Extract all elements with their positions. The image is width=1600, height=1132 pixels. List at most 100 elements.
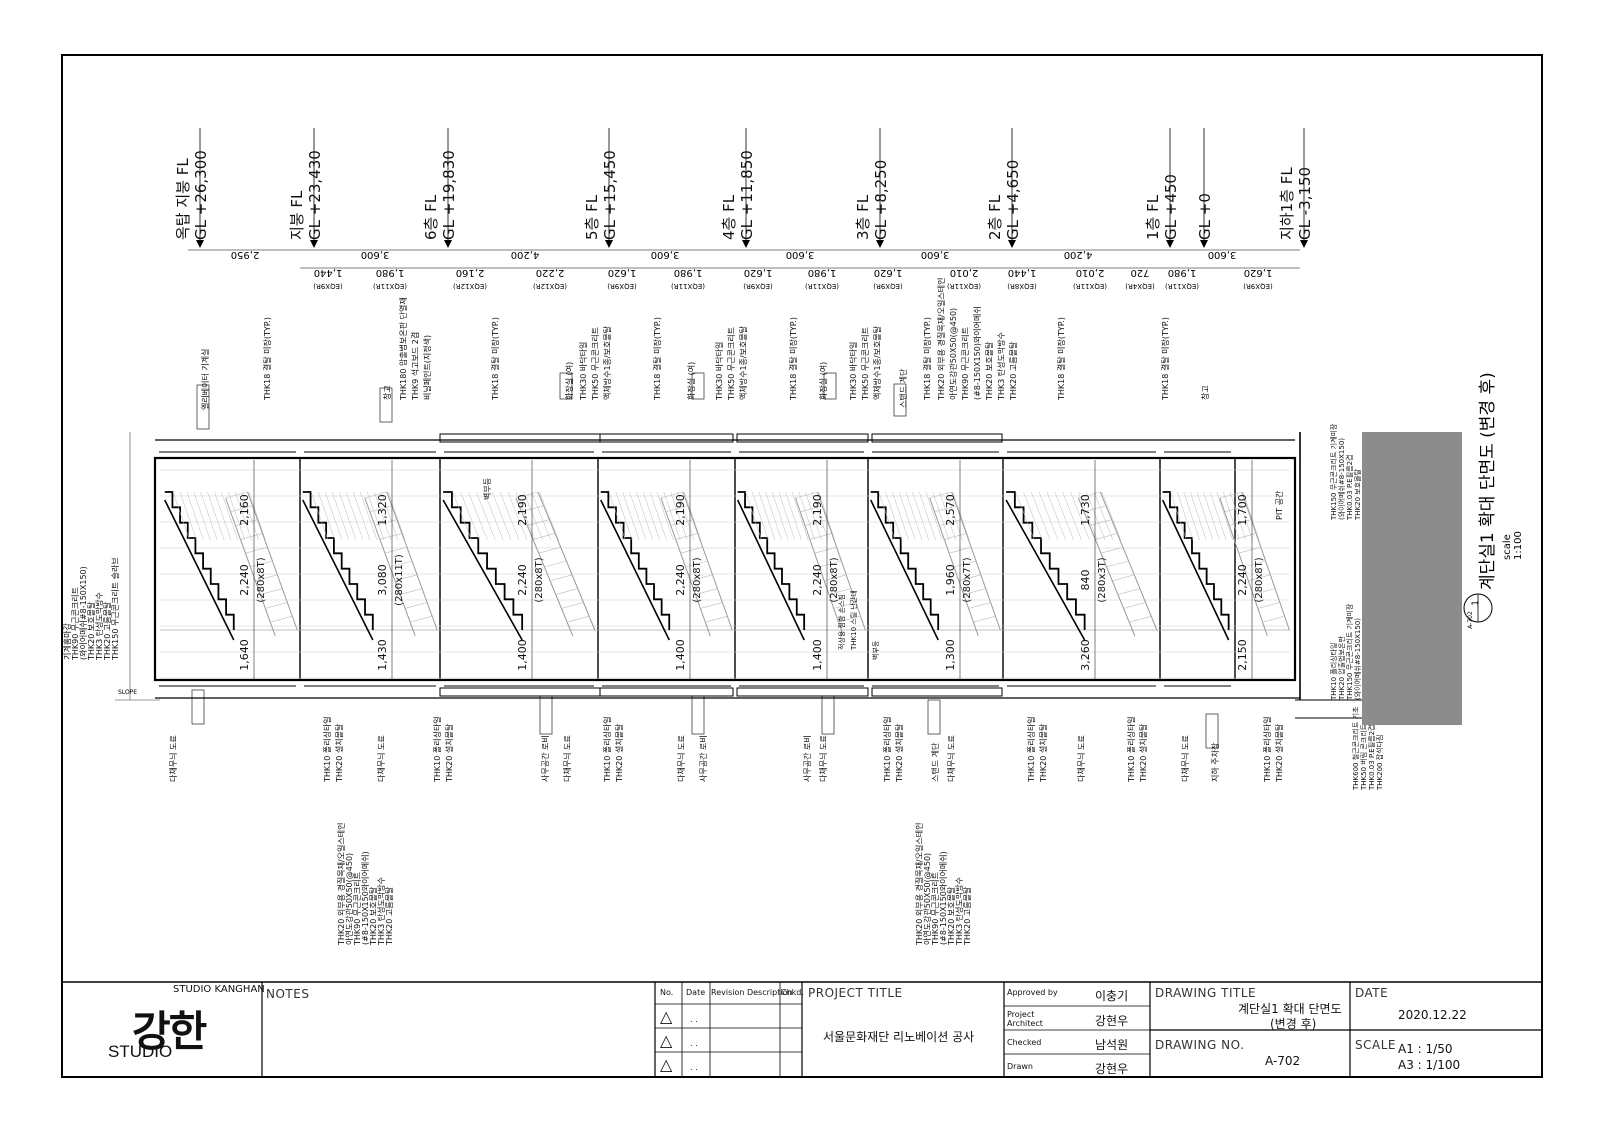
riser-dim-count: (EQX11R) [373,282,407,290]
level-name: 5층 FL [583,194,601,240]
stair-dim-flight: 1,960 [944,564,957,596]
riser-dim-value: 1,620 [874,267,903,278]
bottom-detail-note: THK20 외부용 경질목재/오일스테인 [914,823,924,946]
bottom-note: 스탠드 계단 [930,742,940,782]
rev-header-desc: Revision Description [711,988,793,997]
bottom-note: THK10 폴리싱타일 [1262,716,1272,783]
stair-dim-lower: 1,400 [674,639,687,671]
floor-height-dim: 2,950 [231,249,260,260]
riser-dim-count: (EQX4R) [1125,282,1155,290]
right-note-upper: (와이어메쉬#8-150X150) [1337,438,1346,520]
right-note-upper: THK20 보호몰탈 [1354,468,1362,521]
top-note: THK20 고름몰탈 [1008,341,1018,401]
floor-height-dim: 4,200 [511,249,540,260]
scale-a1: A1 : 1/50 [1398,1042,1453,1056]
stair-dim-flight: 2,240 [1236,564,1249,596]
bottom-note: 사무공간 로비 [540,735,550,782]
riser-dim-value: 2,220 [536,267,565,278]
railing-label: THK10 스틸 난간대 [849,590,858,651]
stair-steps [1006,491,1086,630]
stair-flights: 2,1602,240(280x8T)1,6401,3203,080(280x11… [164,460,1290,680]
right-note-lower: (와이어메쉬#8-150X150) [1353,618,1362,700]
level-elevation: GL +0 [1196,193,1214,240]
bottom-detail-note: THK20 보호몰탈 [368,886,378,946]
left-note: THK20 보호몰탈 [86,601,96,661]
title-block [261,982,1542,1077]
level-name: 3층 FL [854,194,872,240]
date-value: 2020.12.22 [1398,1008,1467,1022]
top-note: THK18 결탈 미장(TYP.) [1160,317,1170,401]
right-note-lower: THK150 무근콘크리트 기계미장 [1345,603,1354,701]
stair-steps [1162,491,1230,630]
top-note: THK18 결탈 미장(TYP.) [490,317,500,401]
level-arrow-icon [1008,240,1016,248]
rev-row-1: △ [660,1007,673,1026]
left-note: THK3 탄성도막방수 [94,592,104,661]
project-title: 서울문화재단 리노베이션 공사 [823,1030,975,1044]
stair-dim-lower: 3,260 [1079,639,1092,671]
bottom-note: THK10 폴리싱타일 [432,716,442,783]
top-note: 벽부등 [482,478,492,500]
stair-dim-lower: 1,400 [811,639,824,671]
bottom-detail-note: THK20 고름몰탈 [962,886,972,946]
rev-row-2: △ [660,1031,673,1050]
bottom-note: 다채무늬 도료 [1180,735,1190,782]
stair-dim-flight: 2,240 [674,564,687,596]
level-arrow-icon [1200,240,1208,248]
top-note: THK18 결탈 미장(TYP.) [262,317,272,401]
bottom-note: THK20 설치몰탈 [614,723,624,783]
drawing-title-1: 계단실1 확대 단면도 [1238,1002,1342,1016]
top-note: THK18 결탈 미장(TYP.) [922,317,932,401]
stair-dim-lower: 2,150 [1236,639,1249,671]
top-note: 액체방수1종/보호몰탈 [602,325,612,400]
stair-dim-upper: 1,700 [1236,494,1249,526]
bottom-detail-note: THK90 무근콘크리트 [931,872,940,946]
view-number: 1 [1471,600,1481,606]
riser-dim-count: (EQX9R) [743,282,773,290]
riser-dim-count: (EQX9R) [313,282,343,290]
bottom-note: 다채무늬 도료 [818,735,828,782]
top-note: 스탠드 계단 [898,368,908,408]
level-arrow-icon [605,240,613,248]
top-note: 액체방수1종/보호몰탈 [738,325,748,400]
bottom-detail-note: 아연도강관50X50(@450) [344,853,354,945]
top-note: THK9 석고보드 2겹 [410,332,420,401]
level-arrow-icon [196,240,204,248]
top-note: THK180 압출법보온판 단열재 [398,297,408,401]
top-note: 비닐페인트(지정색) [422,335,432,400]
level-arrow-icon [742,240,750,248]
riser-dim-value: 1,980 [376,267,405,278]
stair-tread-spec: (280x3T) [1097,557,1108,602]
drawn-label: Drawn [1007,1062,1033,1071]
left-note: 기계홈마감 [62,623,72,660]
handrail-label: 적상용 점함 손스침 [837,594,846,650]
view-sheet-ref: A-702 [1467,611,1474,629]
stair-dim-upper: 1,730 [1079,494,1092,526]
drawing-title-label: DRAWING TITLE [1155,986,1257,1000]
view-title-group: 1 A-702 계단실1 확대 단면도 (변경 후) scale 1:100 [1463,372,1524,629]
stair-dim-flight: 2,240 [811,564,824,596]
bottom-detail-note: THK20 보호몰탈 [946,886,956,946]
riser-dim-count: (EQX8R) [1007,282,1037,290]
riser-dim-count: (EQX9R) [873,282,903,290]
view-scale-label: scale [1502,534,1513,560]
top-note: THK18 결탈 미장(TYP.) [652,317,662,401]
top-note: THK30 바닥타일 [578,342,588,401]
top-note: 화장실 (여) [818,362,828,400]
approved-name: 이충기 [1095,989,1129,1003]
riser-dim-value: 1,980 [1168,267,1197,278]
level-name: 지붕 FL [288,190,306,240]
level-name: 2층 FL [986,194,1004,240]
company-name: STUDIO KANGHAN [173,984,265,995]
floor-height-dim: 3,600 [651,249,680,260]
right-note-lower: THK10 폴리싱타일 [1329,643,1338,701]
building-section [115,432,1362,719]
rev-header-date: Date [686,988,706,997]
stair-tread-spec: (280x8T) [692,557,703,602]
logo-hangul: 강한 [132,1007,207,1056]
top-note: PIT 공간 [1274,490,1284,520]
top-note: THK30 바닥타일 [714,342,724,401]
top-note: 화장실 (여) [686,362,696,400]
top-note: 액체방수1종/보호몰탈 [872,325,882,400]
